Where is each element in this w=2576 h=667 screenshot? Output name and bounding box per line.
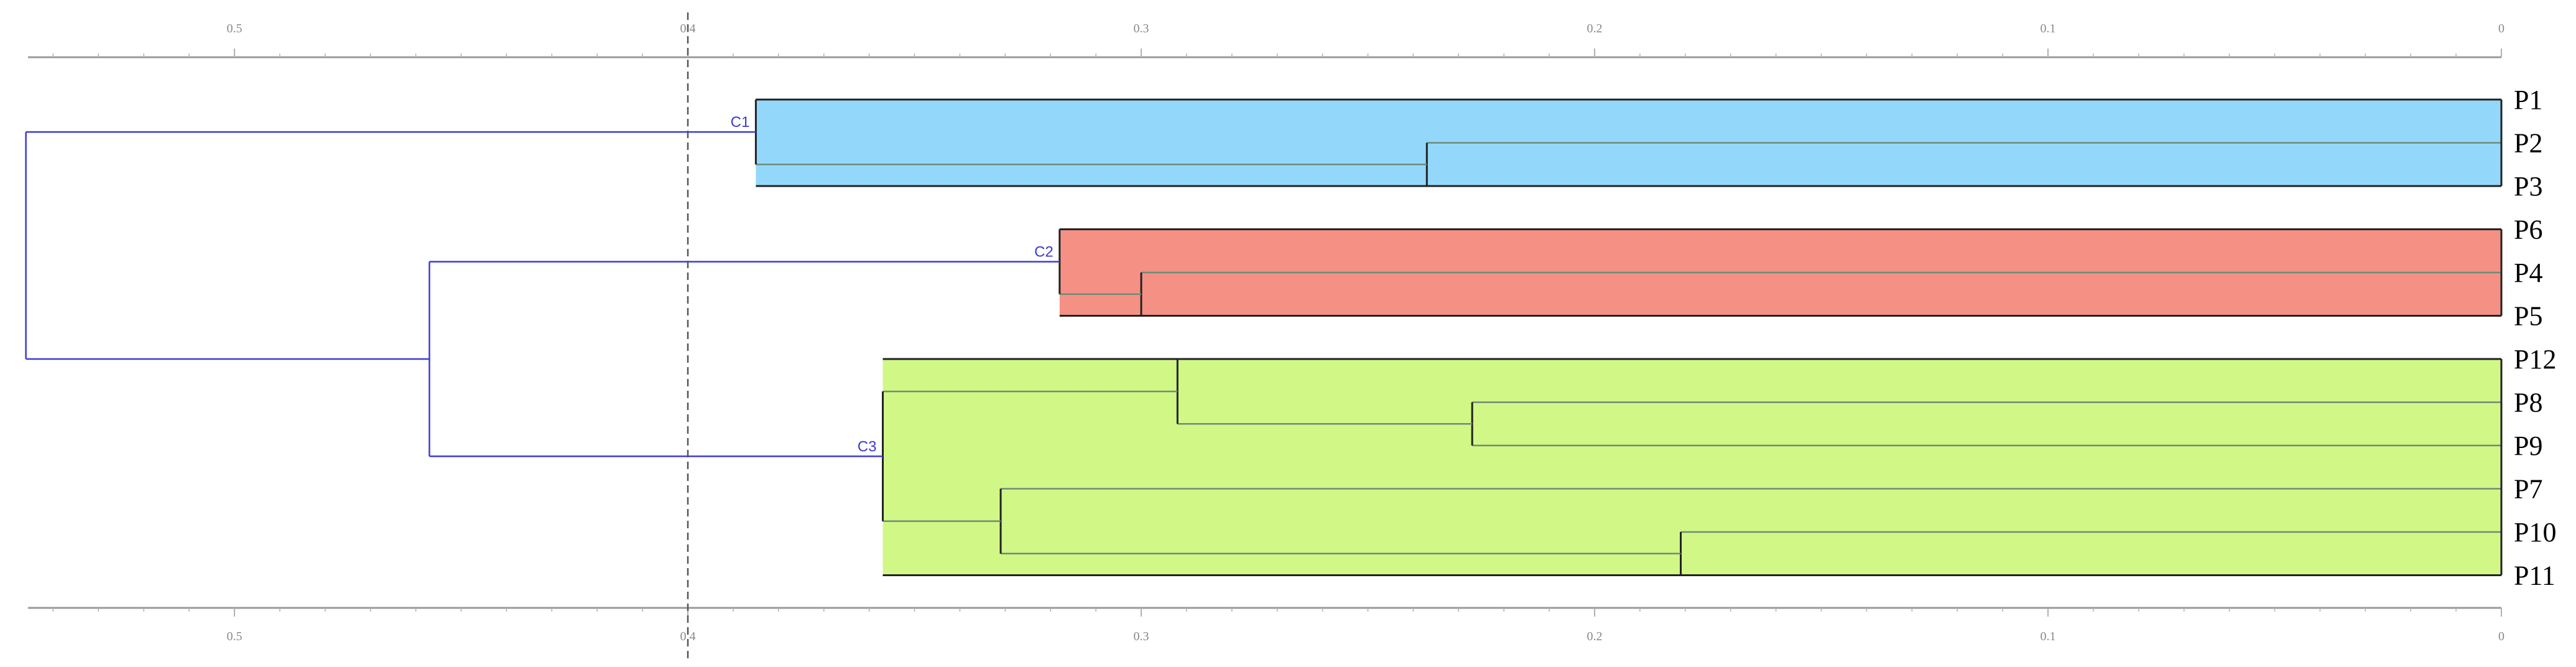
bottom-tick-label: 0 (2498, 630, 2504, 643)
leaf-label-p12: P12 (2514, 344, 2556, 375)
bottom-tick-label: 0.1 (2041, 630, 2056, 643)
cluster-label-c3: C3 (858, 438, 877, 455)
bottom-tick-label: 0.3 (1134, 630, 1149, 643)
top-tick-label: 0.2 (1587, 22, 1603, 35)
bottom-tick-label: 0.4 (680, 630, 696, 643)
leaf-label-p3: P3 (2514, 171, 2542, 202)
leaf-label-p2: P2 (2514, 128, 2542, 159)
leaf-label-p11: P11 (2514, 561, 2555, 591)
bottom-tick-label: 0.5 (227, 630, 243, 643)
leaf-label-p9: P9 (2514, 431, 2542, 461)
top-tick-label: 0 (2498, 22, 2504, 35)
bottom-tick-label: 0.2 (1587, 630, 1603, 643)
leaf-label-p7: P7 (2514, 474, 2542, 505)
dendrogram-links (25, 131, 1060, 457)
cluster-box-c3 (883, 359, 2501, 576)
cluster-label-c2: C2 (1034, 244, 1054, 261)
top-tick-label: 0.1 (2041, 22, 2056, 35)
top-tick-label: 0.5 (227, 22, 243, 35)
cluster-boxes (754, 98, 2503, 576)
leaf-label-p1: P1 (2514, 85, 2542, 115)
leaf-label-p5: P5 (2514, 301, 2542, 332)
cluster-label-c1: C1 (731, 114, 750, 131)
leaf-label-p6: P6 (2514, 215, 2542, 245)
leaf-label-p4: P4 (2514, 258, 2542, 288)
leaf-label-p8: P8 (2514, 388, 2542, 418)
leaf-label-p10: P10 (2514, 517, 2556, 548)
top-tick-label: 0.3 (1134, 22, 1149, 35)
upper-merge-C1-C2-C3 (25, 131, 756, 360)
